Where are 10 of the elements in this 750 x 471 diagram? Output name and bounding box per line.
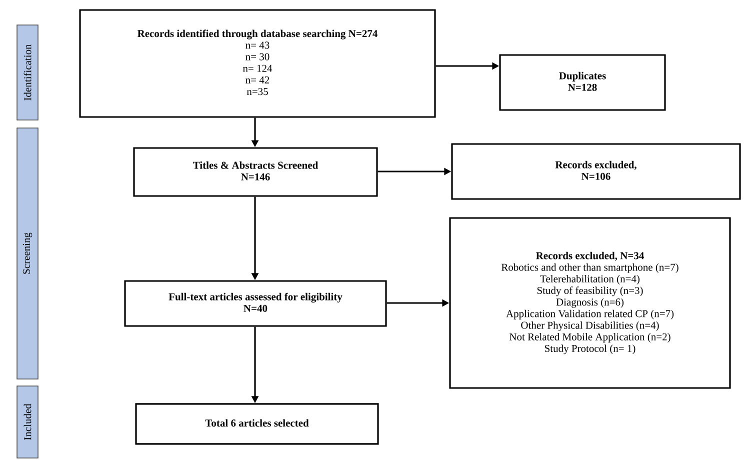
process-box: Records excluded, N=34 Robotics and other than smartphone (n=7) Telerehabilitation (n=4) Study of feasibility (n=3) Diagnosis (n=6) Application Validation related CP (n=7) Other Physical Disabilities (n=4) Not Related Mobile Application (n=2) Study Protocol (n= 1) [449, 217, 731, 389]
stage-band: Included [16, 386, 38, 458]
process-box: Duplicates N=128 [499, 54, 666, 111]
process-box: Records excluded, N=106 [451, 143, 741, 200]
process-box: Records identified through database searching N=274 n= 43 n= 30 n= 124 n= 42 n=35 [79, 9, 436, 118]
stage-band: Identification [16, 24, 38, 120]
process-box: Total 6 articles selected [135, 403, 379, 445]
stage-band: Screening [16, 128, 38, 380]
process-box: Titles & Abstracts Screened N=146 [133, 147, 378, 197]
process-box: Full-text articles assessed for eligibility N=40 [124, 280, 387, 327]
